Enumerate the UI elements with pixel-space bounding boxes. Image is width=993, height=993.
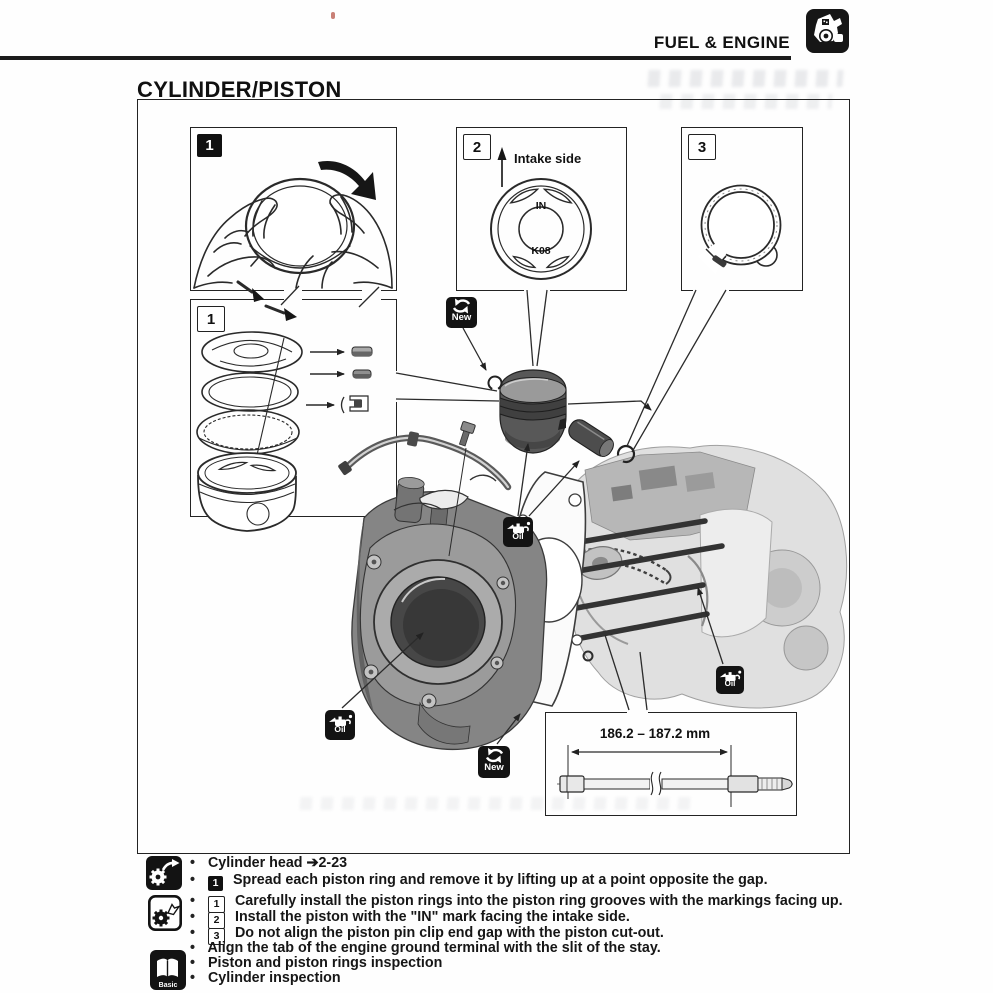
figure-frame xyxy=(137,99,850,854)
panel-1-badge: 1 xyxy=(197,134,222,157)
new-part-icon: New xyxy=(478,746,510,778)
stud-length-callout-box xyxy=(545,712,797,816)
bullet: • xyxy=(190,855,196,871)
step-badge: 1 xyxy=(207,895,225,913)
panel-2-badge: 2 xyxy=(463,134,491,160)
bullet: • xyxy=(190,925,196,941)
new-part-icon: New xyxy=(446,297,477,328)
bullet: • xyxy=(190,955,196,971)
stud-length-dimension: 186.2 – 187.2 mm xyxy=(599,726,711,741)
note-line: • 2 Install the piston with the "IN" mar… xyxy=(190,909,630,929)
engine-icon xyxy=(806,9,849,53)
panel-3-badge: 3 xyxy=(688,134,716,160)
note-line: • 3 Do not align the piston pin clip end… xyxy=(190,925,664,945)
note-line: • Align the tab of the engine ground ter… xyxy=(190,940,661,956)
note-line: • 1 Carefully install the piston rings i… xyxy=(190,893,843,913)
basic-manual-icon: Basic xyxy=(150,950,186,993)
k08-mark: K08 xyxy=(531,245,551,257)
in-mark: IN xyxy=(535,200,547,212)
step-badge: 1 xyxy=(207,875,223,891)
recycle-arrows-icon xyxy=(452,298,471,314)
bullet: • xyxy=(190,872,196,888)
step-badge: 3 xyxy=(207,927,225,945)
oil-apply-icon: Oil xyxy=(503,517,533,547)
note-line: • Piston and piston rings inspection xyxy=(190,955,443,971)
oil-apply-icon: Oil xyxy=(716,666,744,694)
header-rule xyxy=(0,56,791,60)
note-line: • 1 Spread each piston ring and remove i… xyxy=(190,872,768,891)
page-title: CYLINDER/PISTON xyxy=(137,76,342,102)
basic-icon-label-text: Basic xyxy=(159,982,178,989)
bullet: • xyxy=(190,970,196,986)
panel-3-pin-clip xyxy=(681,127,803,291)
removal-icon xyxy=(146,856,182,895)
oil-apply-icon: Oil xyxy=(325,710,355,740)
note-line: • Cylinder inspection xyxy=(190,970,341,986)
installation-icon xyxy=(147,894,182,936)
bullet: • xyxy=(190,909,196,925)
recycle-arrows-icon xyxy=(485,748,503,763)
panel-4-badge: 1 xyxy=(197,306,225,332)
note-line: • Cylinder head ➔2-23 xyxy=(190,855,348,871)
section-label: FUEL & ENGINE xyxy=(653,33,790,52)
scan-artifact xyxy=(647,70,844,87)
scan-speck xyxy=(331,12,335,19)
bullet: • xyxy=(190,940,196,956)
intake-side-label: Intake side xyxy=(514,151,582,166)
bullet: • xyxy=(190,893,196,909)
